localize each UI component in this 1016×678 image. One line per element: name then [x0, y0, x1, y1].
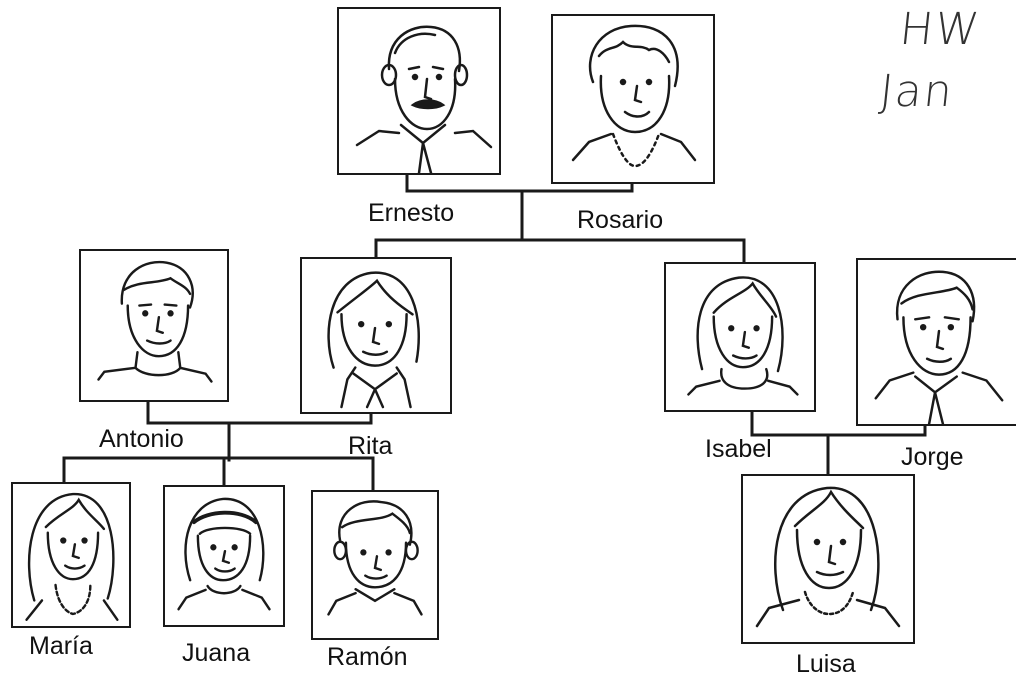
antonio-rita-link [146, 399, 373, 425]
ernesto-face-icon [355, 25, 493, 173]
portrait-juana [163, 485, 285, 627]
grandchildren-branch [62, 456, 375, 493]
portrait-jorge [856, 258, 1016, 426]
name-rita: Rita [348, 432, 393, 460]
name-antonio: Antonio [99, 425, 184, 453]
portrait-luisa [741, 474, 915, 644]
maria-face-icon [25, 492, 119, 621]
name-jorge: Jorge [901, 443, 964, 471]
handwritten-hw: HW [897, 4, 984, 55]
name-rosario: Rosario [577, 206, 664, 234]
ernesto-rosario-link [405, 173, 634, 193]
juana-face-icon [177, 497, 271, 611]
rosario-face-icon [571, 24, 697, 168]
name-luisa: Luisa [796, 650, 856, 678]
antonio-face-icon [97, 260, 213, 383]
ramon-face-icon [327, 500, 423, 616]
portrait-antonio [79, 249, 229, 402]
children-branch [374, 238, 746, 266]
name-ramon: Ramón [327, 643, 408, 671]
luisa-face-icon [755, 486, 901, 628]
name-maria: María [29, 632, 93, 660]
name-juana: Juana [182, 639, 251, 667]
name-isabel: Isabel [705, 435, 772, 463]
handwritten-jan: Jan [877, 66, 957, 117]
portrait-rita [300, 257, 452, 414]
isabel-face-icon [687, 276, 799, 396]
name-ernesto: Ernesto [368, 199, 455, 227]
rita-face-icon [327, 271, 420, 409]
portrait-ramon [311, 490, 439, 640]
jorge-face-icon [874, 270, 1004, 424]
portrait-isabel [664, 262, 816, 412]
portrait-ernesto [337, 7, 501, 175]
isabel-jorge-link [750, 410, 927, 437]
portrait-rosario [551, 14, 715, 184]
portrait-maria [11, 482, 131, 628]
